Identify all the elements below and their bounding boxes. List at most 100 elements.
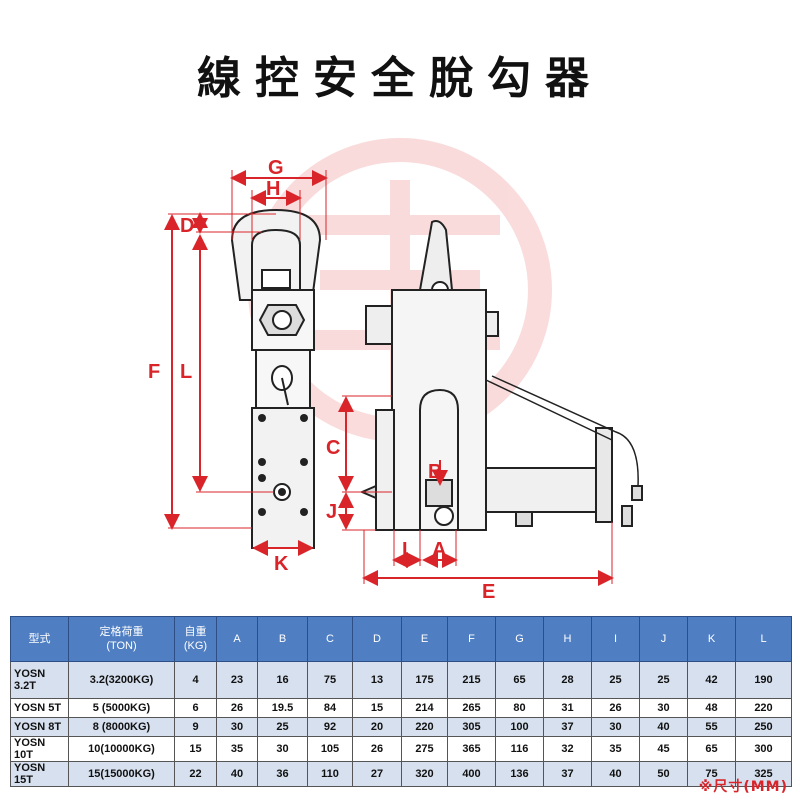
table-cell: 40 bbox=[591, 761, 640, 787]
dim-label-a: A bbox=[432, 539, 446, 561]
table-cell: 32 bbox=[543, 736, 592, 762]
side-view bbox=[359, 220, 643, 531]
table-cell: 92 bbox=[307, 717, 353, 737]
table-cell: 84 bbox=[307, 698, 353, 718]
dim-label-j: J bbox=[326, 501, 337, 523]
table-cell: 116 bbox=[495, 736, 544, 762]
table-cell: 31 bbox=[543, 698, 592, 718]
table-cell: 25 bbox=[591, 661, 640, 699]
table-cell: 214 bbox=[401, 698, 448, 718]
table-header-cell: J bbox=[639, 616, 688, 662]
table-cell: 45 bbox=[639, 736, 688, 762]
table-cell: 265 bbox=[447, 698, 496, 718]
table-cell: 365 bbox=[447, 736, 496, 762]
dim-label-b: B bbox=[428, 461, 442, 483]
table-cell: 325 bbox=[735, 761, 792, 787]
table-cell: 27 bbox=[352, 761, 402, 787]
table-cell: 10(10000KG) bbox=[68, 736, 175, 762]
table-cell: 80 bbox=[495, 698, 544, 718]
table-header-cell: 自重(KG) bbox=[174, 616, 217, 662]
table-cell: 22 bbox=[174, 761, 217, 787]
model-cell: YOSN 8T bbox=[10, 717, 69, 737]
table-cell: 8 (8000KG) bbox=[68, 717, 175, 737]
table-cell: 48 bbox=[687, 698, 736, 718]
table-cell: 215 bbox=[447, 661, 496, 699]
model-cell: YOSN 5T bbox=[10, 698, 69, 718]
table-cell: 400 bbox=[447, 761, 496, 787]
table-cell: 26 bbox=[591, 698, 640, 718]
table-header-cell: G bbox=[495, 616, 544, 662]
table-cell: 3.2(3200KG) bbox=[68, 661, 175, 699]
table-cell: 250 bbox=[735, 717, 792, 737]
dim-label-k: K bbox=[274, 553, 289, 575]
table-cell: 110 bbox=[307, 761, 353, 787]
dim-label-c: C bbox=[326, 437, 340, 459]
table-header-cell: C bbox=[307, 616, 353, 662]
table-cell: 65 bbox=[495, 661, 544, 699]
table-cell: 19.5 bbox=[257, 698, 308, 718]
table-cell: 40 bbox=[216, 761, 258, 787]
table-cell: 5 (5000KG) bbox=[68, 698, 175, 718]
table-cell: 75 bbox=[307, 661, 353, 699]
table-header-cell: 型式 bbox=[10, 616, 69, 662]
dim-label-f: F bbox=[148, 361, 160, 383]
table-header-cell: F bbox=[447, 616, 496, 662]
table-cell: 15 bbox=[352, 698, 402, 718]
table-cell: 42 bbox=[687, 661, 736, 699]
unit-note: ※尺寸(MM) bbox=[698, 779, 788, 795]
table-cell: 30 bbox=[639, 698, 688, 718]
table-cell: 300 bbox=[735, 736, 792, 762]
table-cell: 190 bbox=[735, 661, 792, 699]
table-header-cell: K bbox=[687, 616, 736, 662]
table-cell: 55 bbox=[687, 717, 736, 737]
model-cell: YOSN 15T bbox=[10, 761, 69, 787]
table-header-cell: B bbox=[257, 616, 308, 662]
table-cell: 30 bbox=[591, 717, 640, 737]
table-cell: 220 bbox=[735, 698, 792, 718]
table-cell: 136 bbox=[495, 761, 544, 787]
table-cell: 20 bbox=[352, 717, 402, 737]
dim-label-g: G bbox=[268, 157, 284, 179]
table-cell: 40 bbox=[639, 717, 688, 737]
dim-label-l: L bbox=[180, 361, 192, 383]
table-cell: 175 bbox=[401, 661, 448, 699]
page-title: 線控安全脫勾器 bbox=[197, 53, 603, 104]
table-cell: 23 bbox=[216, 661, 258, 699]
table-cell: 305 bbox=[447, 717, 496, 737]
table-cell: 4 bbox=[174, 661, 217, 699]
table-header-cell: D bbox=[352, 616, 402, 662]
table-cell: 9 bbox=[174, 717, 217, 737]
table-cell: 25 bbox=[639, 661, 688, 699]
table-cell: 37 bbox=[543, 761, 592, 787]
model-cell: YOSN 10T bbox=[10, 736, 69, 762]
table-cell: 13 bbox=[352, 661, 402, 699]
dim-label-h: H bbox=[266, 178, 280, 200]
table-cell: 100 bbox=[495, 717, 544, 737]
table-cell: 65 bbox=[687, 736, 736, 762]
table-header-cell: H bbox=[543, 616, 592, 662]
table-cell: 75 bbox=[687, 761, 736, 787]
table-header-cell: 定格荷重(TON) bbox=[68, 616, 175, 662]
table-cell: 37 bbox=[543, 717, 592, 737]
table-cell: 105 bbox=[307, 736, 353, 762]
table-cell: 35 bbox=[216, 736, 258, 762]
table-cell: 50 bbox=[639, 761, 688, 787]
table-cell: 28 bbox=[543, 661, 592, 699]
table-header-cell: A bbox=[216, 616, 258, 662]
table-cell: 36 bbox=[257, 761, 308, 787]
table-cell: 15(15000KG) bbox=[68, 761, 175, 787]
technical-drawing: G H D F L K C B J I A E bbox=[148, 138, 643, 603]
table-cell: 16 bbox=[257, 661, 308, 699]
table-header-cell: I bbox=[591, 616, 640, 662]
table-cell: 275 bbox=[401, 736, 448, 762]
table-header-cell: L bbox=[735, 616, 792, 662]
table-cell: 26 bbox=[352, 736, 402, 762]
table-cell: 30 bbox=[216, 717, 258, 737]
table-cell: 26 bbox=[216, 698, 258, 718]
